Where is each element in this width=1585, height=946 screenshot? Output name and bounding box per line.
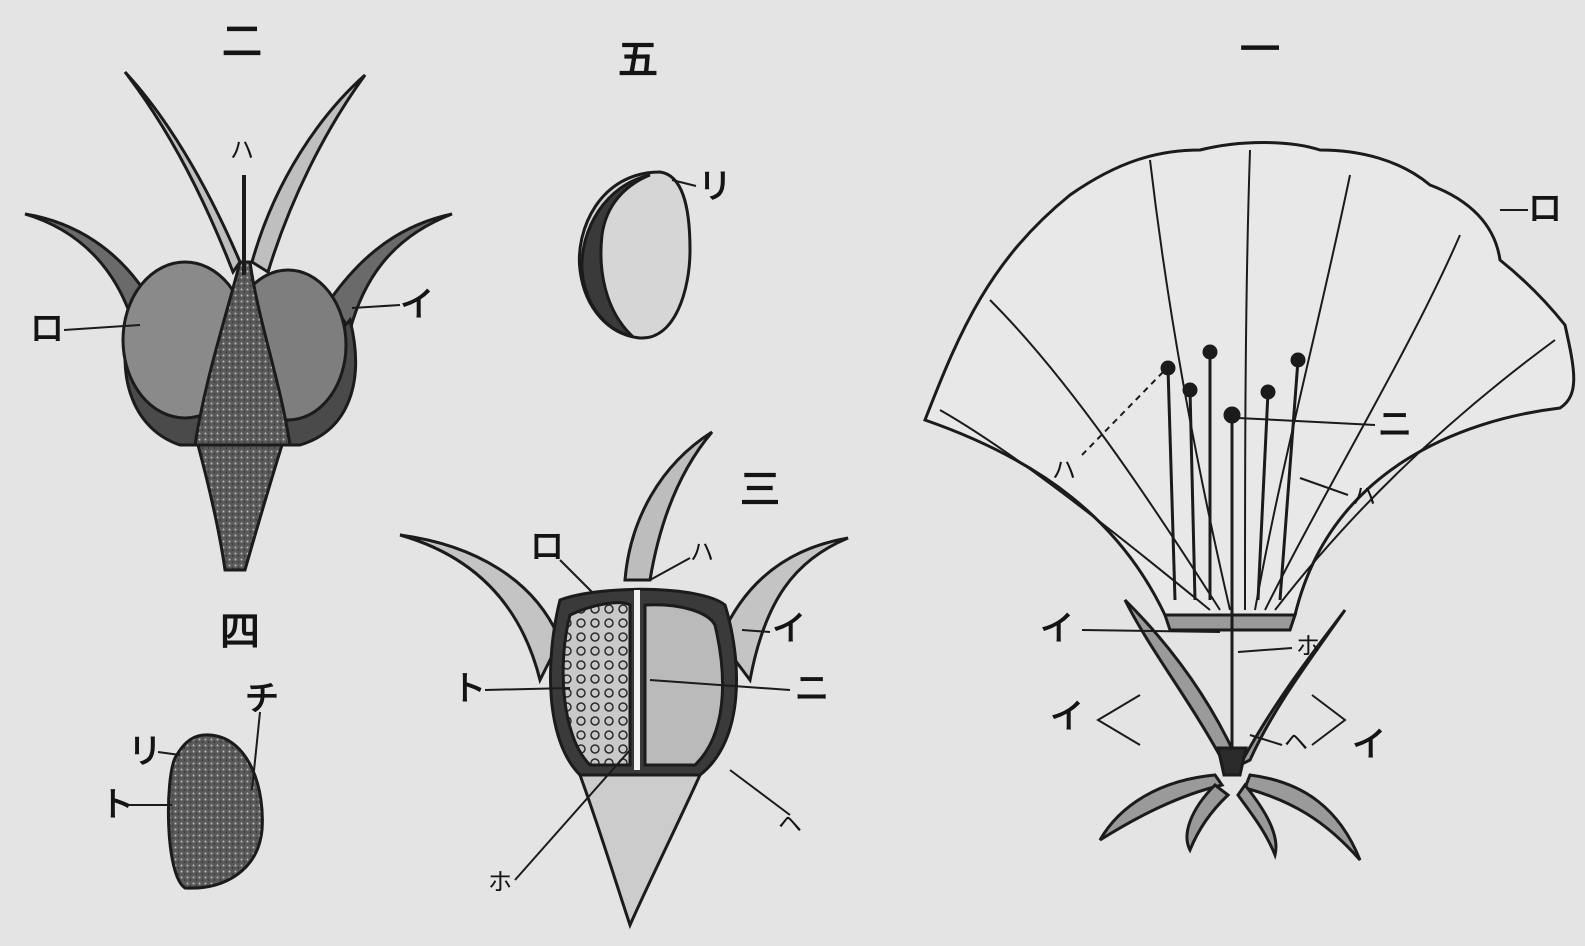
figure-three-label-ro: ロ xyxy=(530,530,564,564)
figure-three-label-to: ト xyxy=(452,672,486,706)
figure-three-label-ni: ニ xyxy=(795,672,829,706)
figure-one-tube xyxy=(1165,615,1295,630)
figure-two-number: 二 xyxy=(222,22,262,62)
figure-three-leader-ro xyxy=(560,560,592,592)
figure-two-label-ha: ハ xyxy=(230,138,254,162)
figure-three-leader-he xyxy=(730,770,790,815)
figure-one-label-ni: ニ xyxy=(1378,408,1412,442)
figure-one-label-i-right: イ xyxy=(1352,728,1386,762)
figure-five-drawing xyxy=(579,172,696,338)
figure-two-sepal-tall-left xyxy=(125,72,240,272)
figure-one-leader-ho xyxy=(1238,648,1292,652)
figure-three-base xyxy=(580,775,700,925)
figure-five-label-ri: リ xyxy=(698,170,732,204)
figure-four-label-ri: リ xyxy=(128,735,162,769)
figure-one-number: 一 xyxy=(1240,30,1280,70)
figure-two-stalk xyxy=(198,445,282,570)
figure-four-number: 四 xyxy=(220,612,260,652)
figure-four-label-to: ト xyxy=(100,788,134,822)
figure-one-label-ho: ホ xyxy=(1296,634,1320,658)
figure-one-label-i-top: イ xyxy=(1040,612,1074,646)
figure-three-label-ha: ハ xyxy=(690,540,714,564)
figure-three-label-i: イ xyxy=(772,612,806,646)
figure-four-seed xyxy=(168,735,262,888)
figure-one-drawing xyxy=(925,143,1574,861)
figure-one-calyx xyxy=(1100,600,1360,860)
figure-one-corolla xyxy=(925,143,1574,616)
figure-five-number: 五 xyxy=(618,40,658,80)
figure-one-bracket-right xyxy=(1312,695,1345,745)
figure-two-sepal-tall-right xyxy=(252,75,365,272)
figure-three-seed-mass xyxy=(563,603,630,765)
figure-four-label-chi: チ xyxy=(245,682,279,716)
figure-three-leader-ha xyxy=(650,558,690,580)
figure-three-label-ho: ホ xyxy=(488,870,512,894)
figure-one-receptacle xyxy=(1218,748,1246,775)
figure-one-label-he: ヘ xyxy=(1284,730,1308,754)
figure-two-label-i: イ xyxy=(400,288,434,322)
figure-one-label-ha-right: ハ xyxy=(1352,484,1376,508)
figure-one-label-ha-left: ハ xyxy=(1052,458,1076,482)
figure-three-number: 三 xyxy=(740,470,780,510)
figure-two-label-ro: ロ xyxy=(30,312,64,346)
figure-one-label-i-left: イ xyxy=(1050,700,1084,734)
figure-one-label-ro: ロ xyxy=(1528,192,1562,226)
figure-three-label-he: ヘ xyxy=(778,812,802,836)
figure-one-bracket-left xyxy=(1098,695,1140,745)
